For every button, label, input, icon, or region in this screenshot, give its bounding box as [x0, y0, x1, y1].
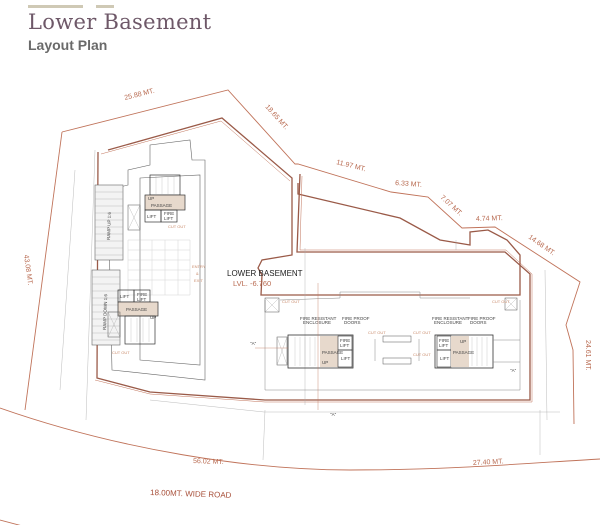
fire-lift-label: LIFT: [137, 297, 147, 302]
ramp-down: [91, 269, 121, 346]
up-label: UP: [322, 360, 328, 365]
cut-out-label: CUT OUT: [168, 224, 186, 229]
road-label: 18.00MT. WIDE ROAD: [150, 488, 232, 500]
dimension-bottom-left: 56.02 MT.: [193, 458, 224, 466]
fire-lift-label: LIFT: [340, 343, 350, 348]
entry-exit-label: EXIT: [194, 278, 203, 283]
core-mid-right: [434, 334, 520, 369]
dimension-top-diag: 18.65 MT.: [264, 104, 290, 132]
core-mid-left: [276, 334, 354, 369]
dimension-seg4: 4.74 MT.: [476, 215, 503, 223]
fire-lift-label: LIFT: [439, 343, 449, 348]
passage-label: PASSAGE: [322, 350, 343, 355]
entry-exit-label: ENTRY: [192, 264, 206, 269]
dimension-seg1: 11.97 MT.: [336, 159, 367, 173]
core-top: [127, 174, 186, 231]
fire-resistant-label: FIRE RESISTANT: [432, 316, 469, 321]
fire-proof-label: DOORS: [470, 320, 487, 325]
level-name: LOWER BASEMENT: [227, 269, 303, 278]
building-outline: [96, 117, 531, 401]
cut-out-label: CUT OUT: [112, 350, 130, 355]
fire-proof-label: DOORS: [344, 320, 361, 325]
passage-label: PASSAGE: [453, 350, 474, 355]
core-bottom: [107, 289, 159, 345]
title-decoration-bar: [28, 5, 83, 8]
setback-lines: [59, 149, 560, 461]
cut-out-label: CUT OUT: [413, 330, 431, 335]
cut-outs: [374, 335, 420, 365]
passage-label: PASSAGE: [126, 307, 147, 312]
dimension-seg5: 14.68 MT.: [527, 234, 556, 257]
fire-resistant-label: FIRE RESISTANT: [300, 316, 337, 321]
lift-label: LIFT: [147, 214, 157, 219]
lift-label: LIFT: [341, 356, 351, 361]
fire-resistant-label: ENCLOSURE: [434, 320, 462, 325]
fire-proof-label: FIRE PROOF: [342, 316, 370, 321]
cut-out-label: CUT OUT: [413, 352, 431, 357]
driveway: [127, 239, 191, 296]
title-decoration-bar: [96, 5, 114, 8]
page-subtitle: Layout Plan: [28, 37, 108, 53]
dimension-left: 43.08 MT.: [22, 254, 33, 285]
dimension-bottom-right: 27.40 MT.: [473, 458, 504, 467]
fire-resistant-label: ENCLOSURE: [303, 320, 331, 325]
dimension-seg3: 7.07 MT.: [439, 194, 464, 217]
passage-label: PASSAGE: [151, 203, 172, 208]
dimension-top-left: 25.88 MT.: [124, 88, 156, 102]
entry-exit-label: &: [196, 271, 199, 276]
section-a-label: "A": [250, 341, 257, 346]
up-label: UP: [460, 339, 466, 344]
ramp-up-label: RAMP UP 1:6: [106, 212, 112, 241]
section-a-label: "A": [510, 368, 517, 373]
fire-lift-label: LIFT: [164, 216, 174, 221]
plot-boundary: [0, 89, 600, 525]
lift-label: LIFT: [120, 294, 130, 299]
up-label: UP: [150, 315, 156, 320]
basement-inner: [264, 291, 521, 391]
cut-out-label: CUT OUT: [282, 299, 300, 304]
ramp-down-label: RAMP DOWN 1:6: [102, 293, 108, 330]
ramp-up: [94, 184, 124, 261]
fire-lift-label: FIRE: [137, 292, 147, 297]
fire-proof-label: FIRE PROOF: [468, 316, 496, 321]
fire-lift-label: FIRE: [340, 338, 350, 343]
cut-out-label: CUT OUT: [492, 299, 510, 304]
lift-label: LIFT: [440, 356, 450, 361]
level-value: LVL. -6.760: [233, 279, 271, 288]
fire-lift-label: FIRE: [439, 338, 449, 343]
section-a-label: "A": [330, 412, 337, 417]
page-title: Lower Basement: [28, 10, 212, 34]
dimension-right: 24.61 MT.: [584, 340, 591, 371]
cut-out-label: CUT OUT: [368, 330, 386, 335]
fire-lift-label: FIRE: [164, 211, 174, 216]
dimension-seg2: 6.33 MT.: [395, 180, 422, 189]
up-label: UP: [148, 196, 154, 201]
